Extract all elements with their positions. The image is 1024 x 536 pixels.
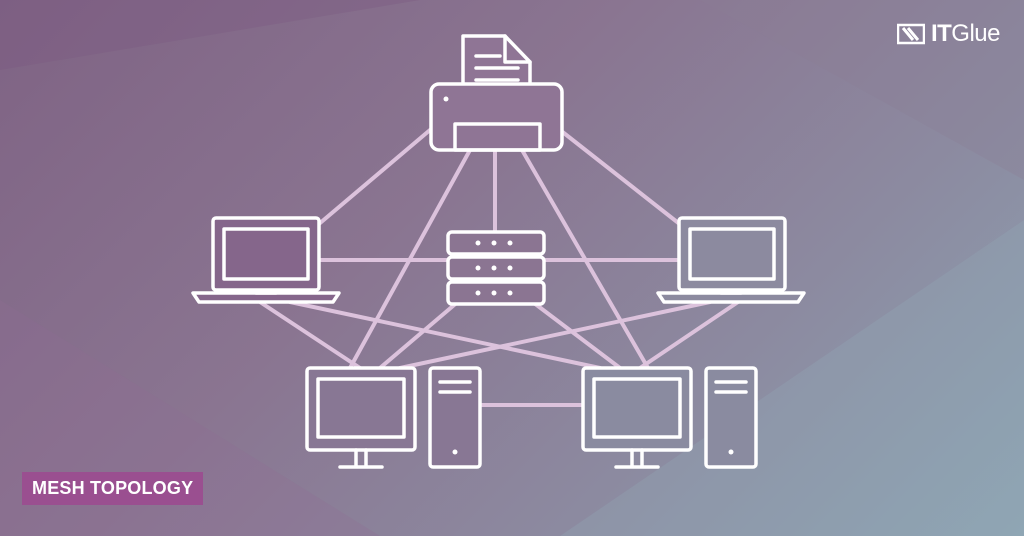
link-printer-laptop-left (298, 128, 432, 242)
server-lights (475, 240, 513, 296)
desktop-right-icon (581, 366, 758, 469)
laptop-left-icon (191, 216, 341, 304)
printer-icon (429, 34, 564, 152)
laptop-right-icon (656, 216, 806, 304)
link-laptop-right-desktop-right (638, 300, 740, 370)
logo-text: ITGlue (930, 20, 1001, 47)
desktop-left-icon (305, 366, 482, 469)
desktop-right-power (728, 449, 734, 455)
desktop-left-power (452, 449, 458, 455)
mesh-connections (258, 128, 740, 407)
link-server-desktop-right (528, 298, 622, 370)
link-laptop-right-desktop-left (398, 300, 712, 370)
it-glue-logo-icon (896, 23, 925, 45)
link-server-desktop-left (378, 298, 462, 370)
link-laptop-left-desktop-right (288, 300, 602, 370)
link-laptop-left-desktop-left (258, 300, 362, 370)
link-printer-laptop-right (558, 128, 702, 242)
brand-logo: ITGlue (896, 20, 1001, 47)
topology-label: MESH TOPOLOGY (22, 472, 204, 505)
